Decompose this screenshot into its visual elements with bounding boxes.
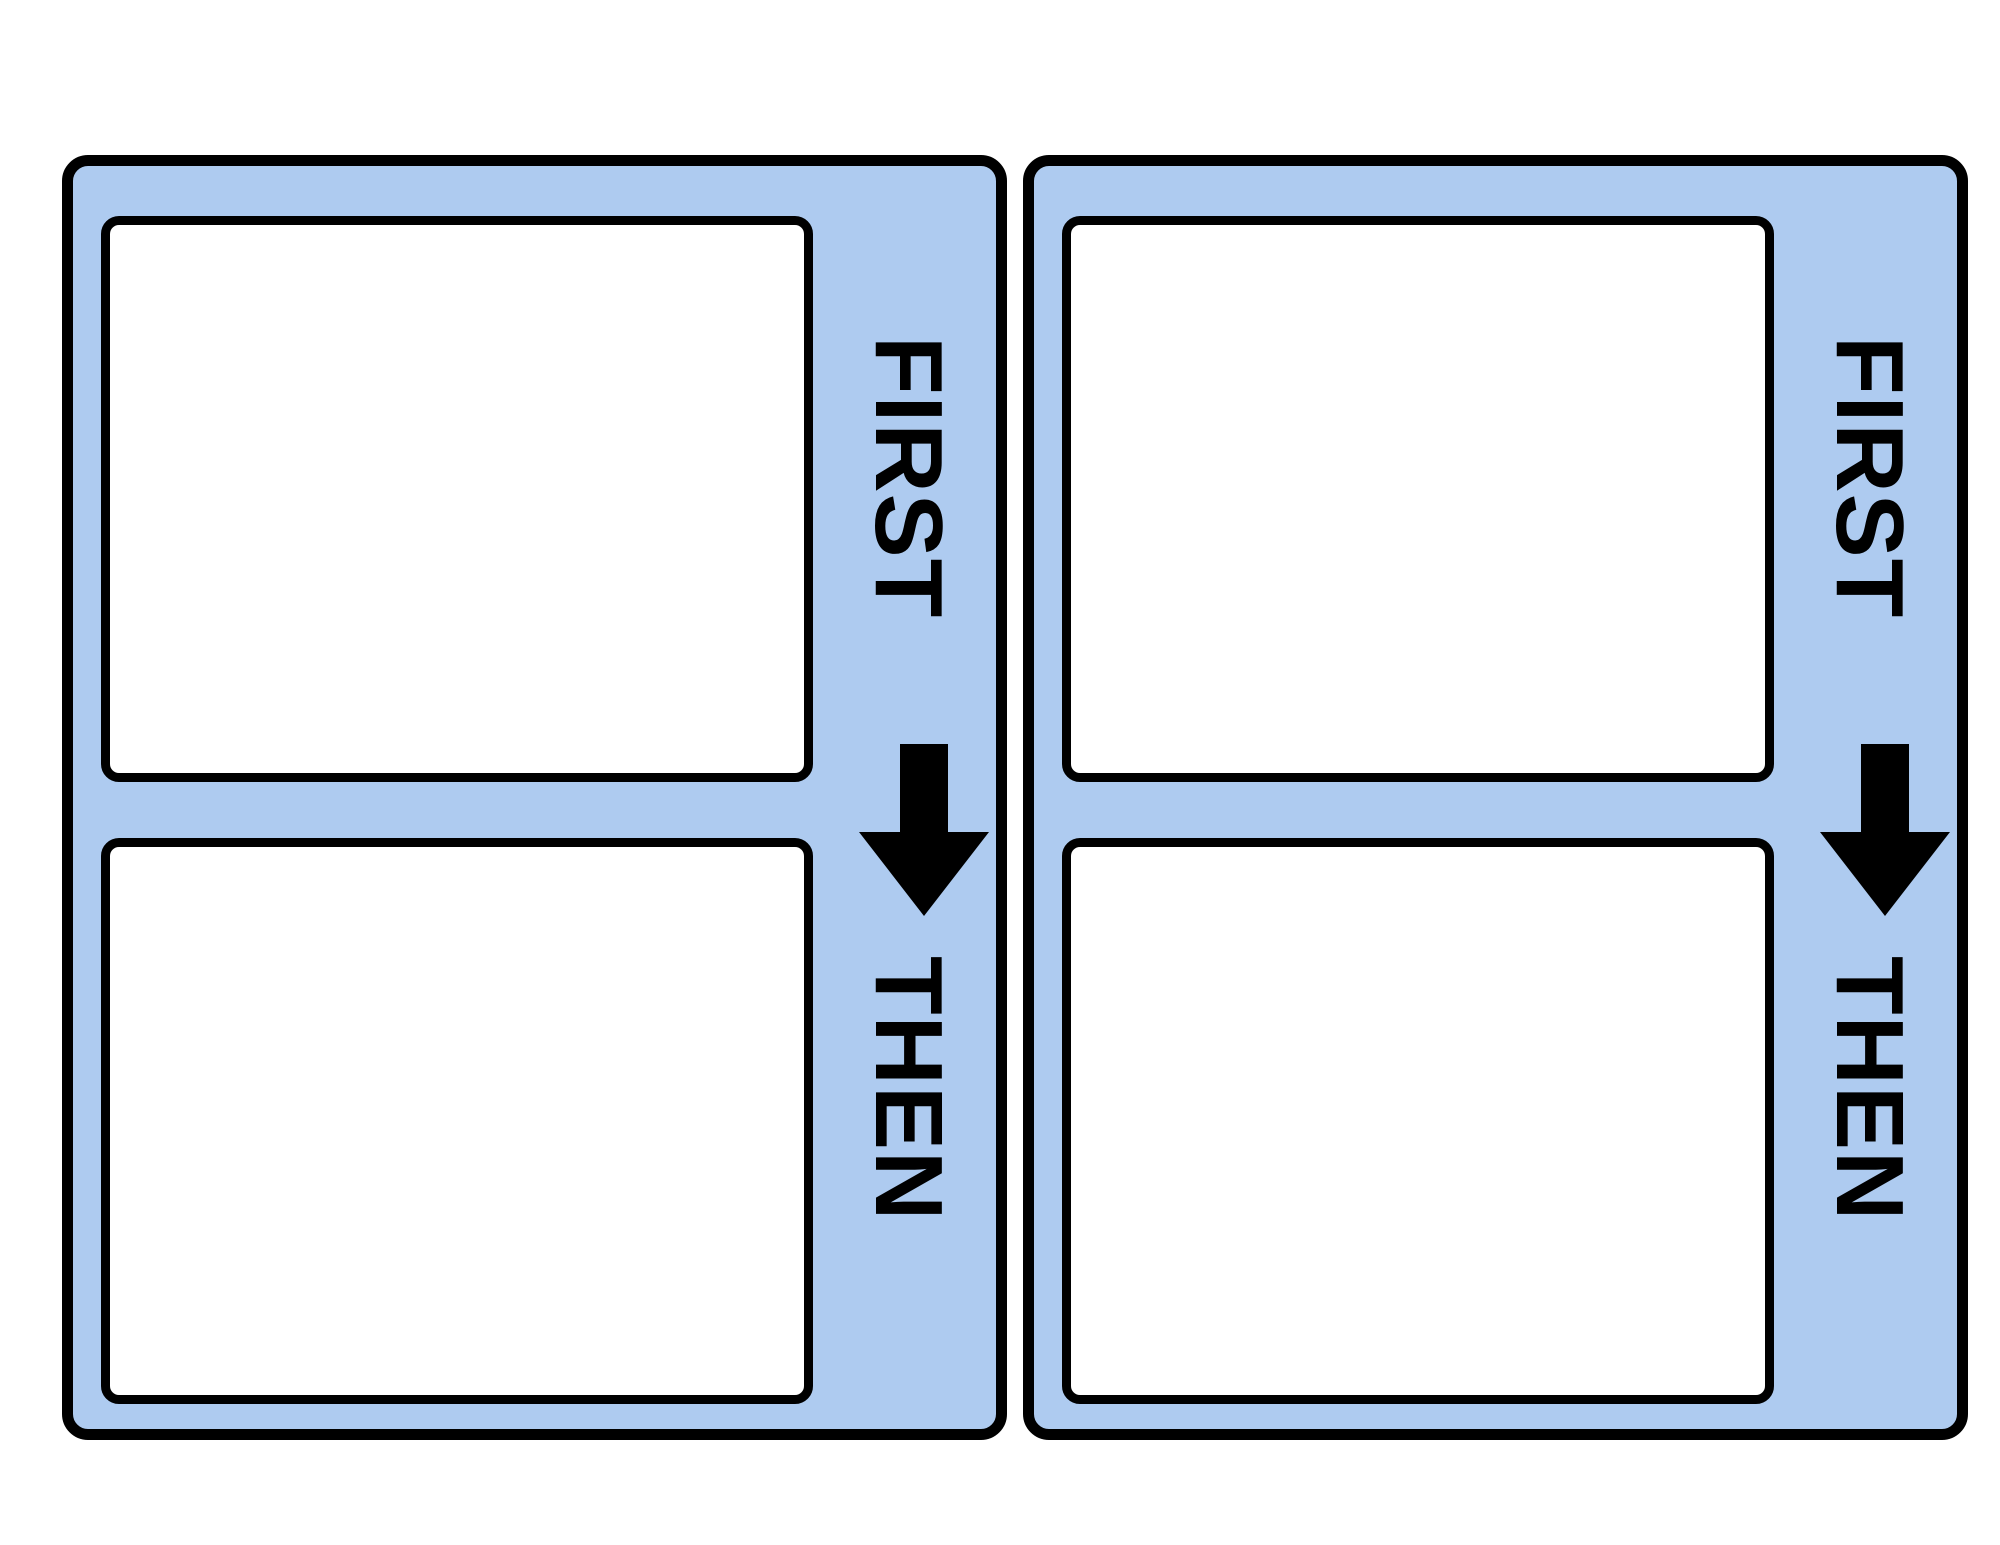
first-then-board-right: FIRST THEN: [1023, 155, 1968, 1440]
first-then-board-left: FIRST THEN: [62, 155, 1007, 1440]
first-activity-box-left[interactable]: [101, 216, 813, 782]
then-label-left: THEN: [855, 956, 962, 1222]
arrow-down-icon: [1820, 744, 1950, 916]
then-label-right: THEN: [1816, 956, 1923, 1222]
then-activity-box-right[interactable]: [1062, 838, 1774, 1404]
then-activity-box-left[interactable]: [101, 838, 813, 1404]
arrow-down-icon: [859, 744, 989, 916]
first-activity-box-right[interactable]: [1062, 216, 1774, 782]
